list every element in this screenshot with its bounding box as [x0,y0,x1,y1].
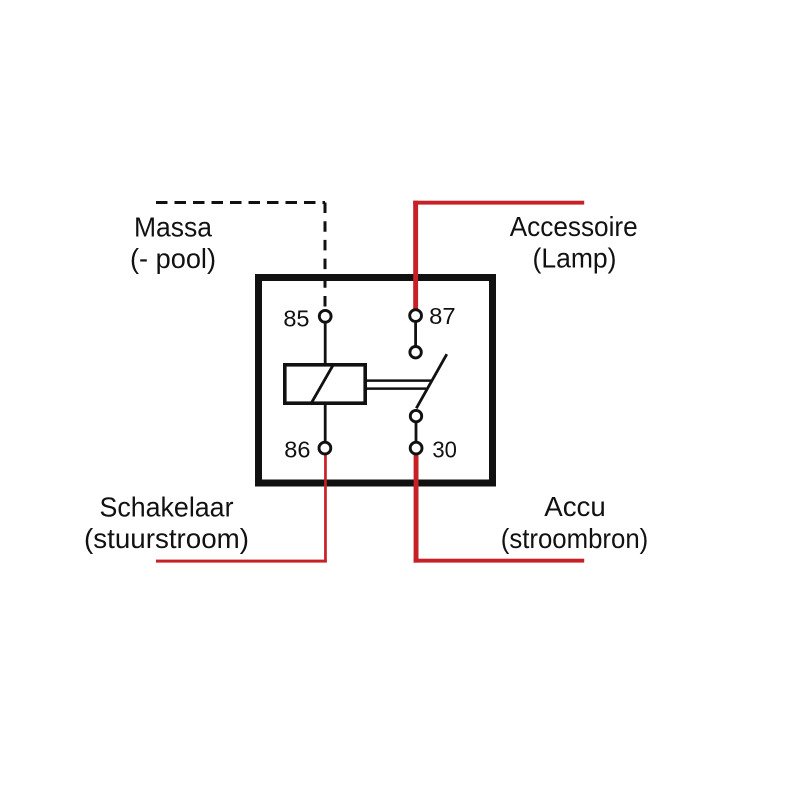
svg-text:Accessoire: Accessoire [510,211,638,242]
svg-text:(stuurstroom): (stuurstroom) [84,523,249,554]
svg-text:Schakelaar: Schakelaar [100,492,234,523]
svg-text:(Lamp): (Lamp) [533,243,617,274]
svg-text:87: 87 [429,303,456,329]
svg-text:(stroombron): (stroombron) [501,523,649,554]
svg-text:30: 30 [432,437,457,463]
svg-text:Accu: Accu [544,491,606,522]
svg-text:(- pool): (- pool) [130,243,216,274]
svg-text:86: 86 [284,437,310,463]
svg-text:Massa: Massa [134,212,212,243]
svg-text:85: 85 [283,305,309,331]
